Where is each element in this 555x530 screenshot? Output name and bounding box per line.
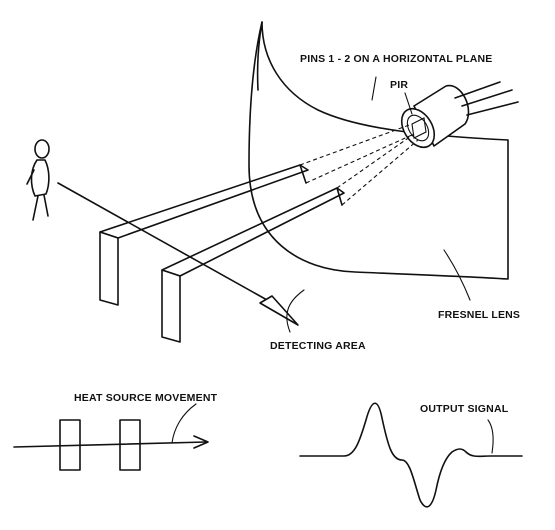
pir-sensor	[400, 81, 519, 149]
fresnel-lens-leader	[443, 249, 471, 301]
fresnel-lens-label: FRESNEL LENS	[438, 309, 520, 321]
pir-leader	[404, 92, 413, 115]
fresnel-lens-sheet	[248, 21, 509, 280]
heat-source-movement-diagram	[13, 403, 209, 471]
person-figure	[26, 139, 50, 221]
output-signal-waveform	[299, 402, 523, 508]
detection-zone-front	[161, 187, 345, 343]
pins-plane-leader	[371, 76, 377, 101]
movement-arrow	[57, 182, 299, 326]
detecting-area-leader	[286, 289, 305, 333]
pins-plane-label: PINS 1 - 2 ON A HORIZONTAL PLANE	[300, 53, 493, 65]
pir-label: PIR	[390, 79, 408, 91]
heat-source-movement-label: HEAT SOURCE MOVEMENT	[74, 392, 218, 404]
detecting-area-label: DETECTING AREA	[270, 340, 366, 352]
detection-beams	[299, 123, 419, 206]
output-signal-label: OUTPUT SIGNAL	[420, 403, 509, 415]
detection-zone-back	[99, 164, 309, 306]
